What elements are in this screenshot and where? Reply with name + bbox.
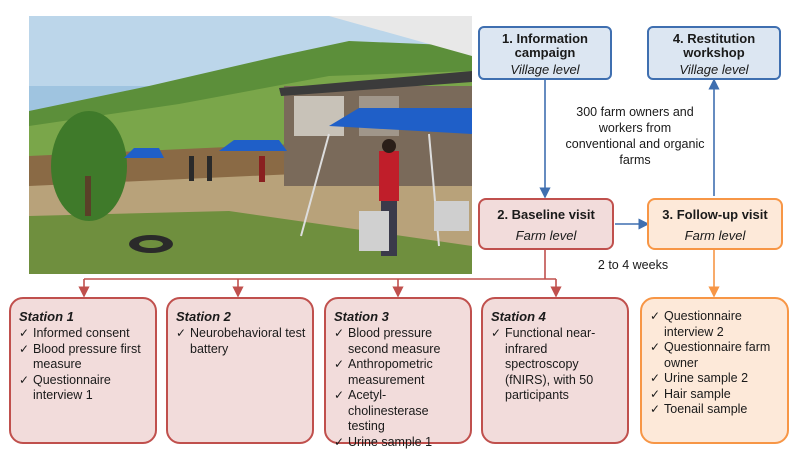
restitution-title-line1: 4. Restitution [672, 31, 756, 46]
restitution-workshop-box: 4. Restitution workshop Village level [647, 26, 781, 80]
followup-title: 3. Follow-up visit [662, 207, 768, 222]
followup-sub: Farm level [684, 228, 746, 243]
check-icon: ✓ [650, 340, 661, 354]
station-3-title: Station 3 [334, 309, 389, 324]
list-item: ✓Acetyl-cholinesterase testing [334, 388, 464, 435]
list-item: ✓Questionnaire interview 2 [650, 309, 781, 340]
list-item: ✓Anthropometric measurement [334, 357, 464, 388]
check-icon: ✓ [19, 326, 30, 340]
list-item: ✓Urine sample 1 [334, 435, 464, 451]
baseline-visit-box: 2. Baseline visit Farm level [478, 198, 614, 250]
station-4-title: Station 4 [491, 309, 546, 324]
information-campaign-box: 1. Information campaign Village level [478, 26, 612, 80]
list-item: ✓Informed consent [19, 326, 149, 342]
item-text: Blood pressure first measure [33, 341, 141, 372]
list-item: ✓Blood pressure first measure [19, 342, 149, 373]
info-title-line2: campaign [514, 45, 576, 60]
station-1-title: Station 1 [19, 309, 74, 324]
followup-visit-box: 3. Follow-up visit Farm level [647, 198, 783, 250]
participants-line2: workers from [598, 121, 672, 135]
field-photo [29, 16, 472, 274]
baseline-sub: Farm level [515, 228, 577, 243]
participants-note: 300 farm owners and workers from convent… [555, 104, 715, 168]
participants-line4: farms [619, 153, 651, 167]
check-icon: ✓ [491, 326, 502, 340]
list-item: ✓Urine sample 2 [650, 371, 781, 387]
station-2-box: Station 2 ✓Neurobehavioral test battery [166, 297, 314, 444]
item-text: Hair sample [664, 386, 731, 401]
participants-line3: conventional and organic [565, 137, 705, 151]
info-sub: Village level [510, 62, 580, 77]
check-icon: ✓ [334, 434, 345, 449]
item-text: Toenail sample [664, 402, 748, 416]
restitution-title-line2: workshop [683, 45, 745, 60]
item-text: Blood pressure second measure [348, 326, 441, 356]
item-text: Anthropometric measurement [348, 357, 433, 387]
check-icon: ✓ [19, 372, 30, 387]
check-icon: ✓ [650, 402, 661, 416]
list-item: ✓Hair sample [650, 387, 781, 403]
check-icon: ✓ [334, 326, 345, 340]
item-text: Urine sample 2 [664, 371, 749, 385]
field-photo-illustration [29, 16, 472, 274]
check-icon: ✓ [176, 326, 187, 340]
list-item: ✓Questionnaire farm owner [650, 340, 781, 371]
item-text: Urine sample 1 [348, 434, 433, 449]
check-icon: ✓ [650, 309, 661, 323]
item-text: Informed consent [33, 326, 130, 340]
participants-line1: 300 farm owners and [576, 105, 694, 119]
check-icon: ✓ [650, 371, 661, 385]
item-text: Acetyl-cholinesterase testing [348, 388, 429, 433]
station-1-box: Station 1 ✓Informed consent ✓Blood press… [9, 297, 157, 444]
list-item: ✓Questionnaire interview 1 [19, 373, 149, 404]
list-item: ✓Functional near-infrared spectroscopy (… [491, 326, 621, 404]
restitution-sub: Village level [679, 62, 749, 77]
list-item: ✓Blood pressure second measure [334, 326, 464, 357]
check-icon: ✓ [334, 388, 345, 402]
check-icon: ✓ [19, 341, 30, 356]
station-4-box: Station 4 ✓Functional near-infrared spec… [481, 297, 629, 444]
item-text: Neurobehavioral test battery [190, 326, 306, 356]
followup-list-box: ✓Questionnaire interview 2 ✓Questionnair… [640, 297, 789, 444]
list-item: ✓Toenail sample [650, 402, 781, 418]
check-icon: ✓ [334, 357, 345, 371]
item-text: Questionnaire interview 1 [33, 372, 111, 403]
station-3-box: Station 3 ✓Blood pressure second measure… [324, 297, 472, 449]
interval-note: 2 to 4 weeks [597, 258, 669, 272]
item-text: Questionnaire farm owner [664, 340, 771, 370]
station-2-title: Station 2 [176, 309, 231, 324]
item-text: Questionnaire interview 2 [664, 309, 742, 339]
baseline-title: 2. Baseline visit [497, 207, 595, 222]
item-text: Functional near-infrared spectroscopy (f… [505, 326, 596, 402]
list-item: ✓Neurobehavioral test battery [176, 326, 306, 357]
info-title-line1: 1. Information [502, 31, 588, 46]
check-icon: ✓ [650, 386, 661, 401]
